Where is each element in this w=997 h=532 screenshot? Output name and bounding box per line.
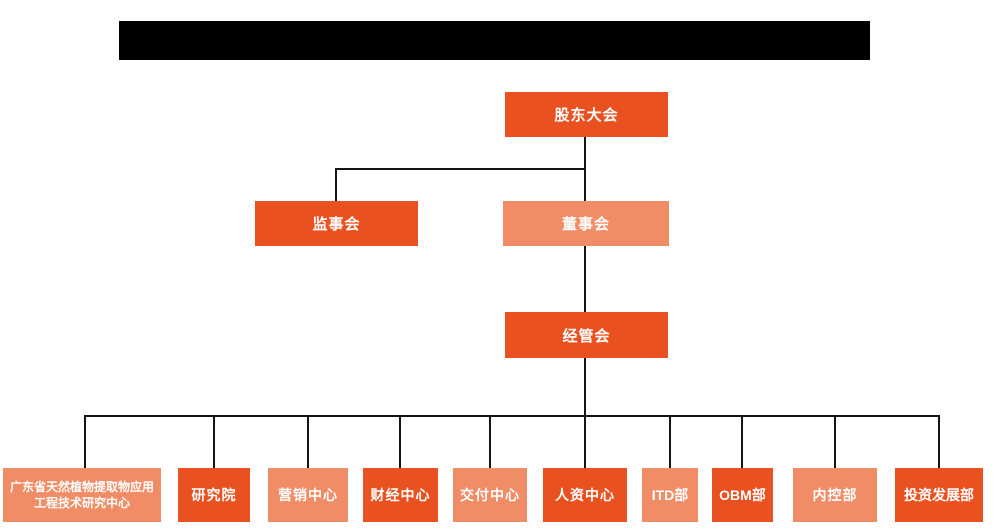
org-node-supervisory-board: 监事会 [255, 201, 418, 246]
org-node-obm-department: OBM部 [712, 468, 773, 522]
connector-drop-finance [399, 415, 401, 468]
org-node-hr-center: 人资中心 [543, 468, 627, 522]
connector-drop-delivery [489, 415, 491, 468]
org-node-management-committee: 经管会 [505, 312, 668, 358]
connector-supervisors-drop [335, 168, 337, 201]
org-node-label: 研究院 [191, 487, 237, 503]
org-node-label: OBM部 [719, 487, 766, 503]
org-node-label: 人资中心 [555, 487, 615, 503]
org-node-label: 财经中心 [370, 487, 431, 503]
org-node-delivery-center: 交付中心 [453, 468, 527, 522]
connector-level2-horizontal [336, 168, 586, 170]
org-node-itd-department: ITD部 [642, 468, 698, 522]
org-node-research-institute: 研究院 [178, 468, 250, 522]
org-node-finance-center: 财经中心 [363, 468, 438, 522]
connector-level4-horizontal [85, 415, 940, 417]
org-node-label: 营销中心 [278, 487, 338, 503]
org-node-marketing-center: 营销中心 [268, 468, 348, 522]
connector-drop-marketing [307, 415, 309, 468]
connector-drop-internal-control [834, 415, 836, 468]
org-node-internal-control-department: 内控部 [793, 468, 877, 522]
org-node-research-center: 广东省天然植物提取物应用工程技术研究中心 [3, 468, 161, 522]
connector-drop-investment [938, 415, 940, 468]
org-node-label: 广东省天然植物提取物应用工程技术研究中心 [9, 479, 154, 510]
org-node-label: 交付中心 [460, 487, 520, 503]
org-node-label: ITD部 [651, 487, 689, 503]
org-node-label: 董事会 [561, 216, 610, 233]
org-node-investment-development-department: 投资发展部 [895, 468, 983, 522]
org-node-label: 股东大会 [554, 107, 619, 124]
connector-management-down [584, 358, 586, 468]
org-node-label: 监事会 [312, 216, 361, 233]
org-node-label: 内控部 [812, 487, 858, 503]
connector-drop-research-center [84, 415, 86, 468]
org-node-board-of-directors: 董事会 [503, 201, 669, 246]
org-node-label: 经管会 [562, 327, 611, 345]
org-node-shareholders-meeting: 股东大会 [505, 92, 668, 137]
connector-drop-itd [669, 415, 671, 468]
connector-drop-obm [741, 415, 743, 468]
connector-drop-institute [213, 415, 215, 468]
org-node-label: 投资发展部 [904, 487, 974, 503]
connector-directors-management [584, 246, 586, 312]
redacted-title-bar [119, 21, 870, 60]
